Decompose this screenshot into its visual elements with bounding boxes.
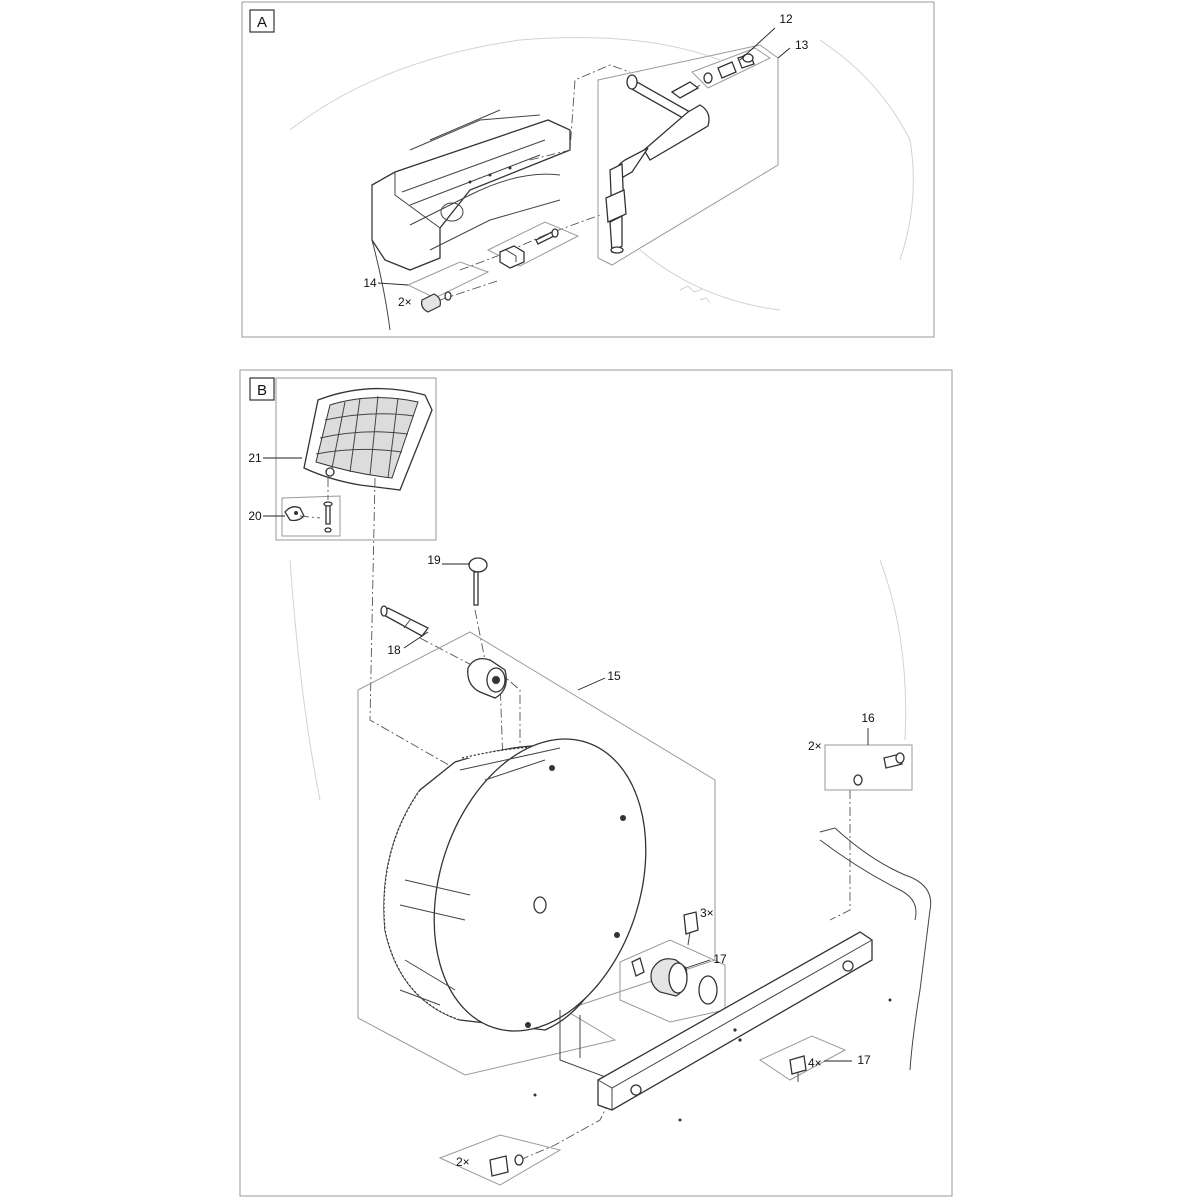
panel-a: A [241,1,935,338]
svg-text:20: 20 [248,509,262,523]
qty-bottom: 2× [456,1155,470,1169]
drum-assembly [383,738,647,1032]
pin-19 [468,557,488,606]
bottom-screws-box [438,1134,562,1186]
screws-16-box [824,744,913,791]
svg-text:19: 19 [427,553,441,567]
screws-4x-box [758,1035,847,1081]
panel-a-tag [249,9,275,33]
svg-text:12: 12 [779,12,793,26]
bearing-17 [631,957,718,1005]
screw-a [535,228,559,245]
callout-16: 16 [861,711,875,745]
small-parts-box [691,47,772,89]
shaft-18 [380,605,429,637]
panel-b-frame [239,369,953,1197]
callout-18: 18 [387,631,429,657]
svg-text:14: 14 [363,276,377,290]
drum-face [433,738,647,1032]
panel-a-guide-3 [439,279,501,301]
svg-text:13: 13 [795,38,809,52]
part-14-box [406,261,490,299]
clip-20 [284,506,305,522]
qty-16: 2× [808,739,822,753]
svg-text:17: 17 [713,952,727,966]
trough-housing [371,109,571,331]
callout-13: 13 [777,38,809,59]
qty-14: 2× [398,295,412,309]
guide-screws-16 [829,790,851,921]
callout-15: 15 [577,669,621,691]
panel-a-guide-2 [459,214,601,271]
filter-cover-21 [303,387,433,491]
clip-screw-box [281,495,341,537]
screws-16 [853,752,905,786]
panel-b-tag [249,377,275,401]
hub [467,657,507,699]
rail [597,931,873,1111]
bottom-screws [489,1154,524,1177]
inset-guide-1 [299,515,321,519]
callout-20: 20 [248,509,285,523]
filter-inset-box [275,377,437,541]
qty-4x: 4× [808,1056,822,1070]
qty-3x: 3× [700,906,714,920]
callout-21: 21 [248,451,302,465]
svg-text:17: 17 [857,1053,871,1067]
plug-14 [421,291,452,313]
callout-17-bearing: 17 [685,952,727,969]
bracket [499,245,525,269]
panel-b: B [239,369,953,1197]
screw-4x [789,1055,807,1082]
guide-filter-to-drum [369,477,481,821]
fitting-parts [703,53,755,84]
panel-b-label: B [257,382,267,399]
svg-text:16: 16 [861,711,875,725]
panel-a-guide-1 [529,64,631,161]
panel-a-frame [241,1,935,338]
callout-17-screws: 17 [824,1053,871,1067]
screw-20 [323,501,333,533]
screw-3x [683,911,699,946]
panel-a-ghost-housing [289,37,914,311]
pipe-group-box [597,44,779,266]
svg-text:15: 15 [607,669,621,683]
callout-14: 14 [363,276,409,290]
callout-12: 12 [739,12,793,61]
svg-text:21: 21 [248,451,262,465]
svg-text:18: 18 [387,643,401,657]
pipe-assembly [605,74,710,254]
panel-a-label: A [257,14,267,31]
callout-19: 19 [427,553,470,567]
